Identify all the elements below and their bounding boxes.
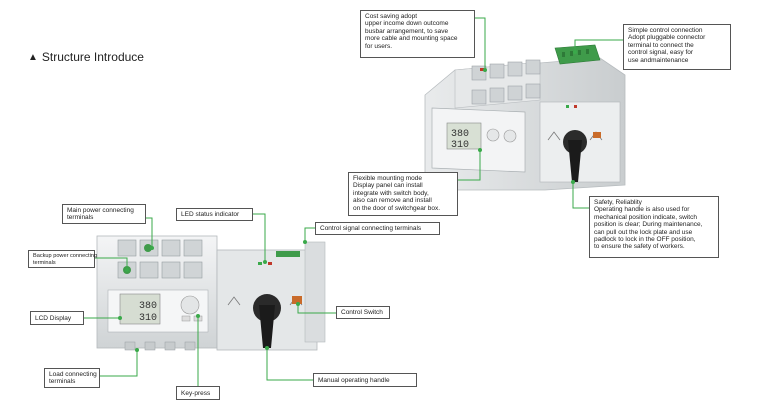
callout-line: integrate with switch body, — [353, 189, 429, 197]
section-title-text: Structure Introduce — [41, 50, 144, 64]
callout-line: use andmaintenance — [628, 56, 689, 64]
callout-line: control signal, easy for — [628, 49, 694, 57]
callout-key-press: Key-press — [176, 386, 220, 400]
callout-backup-power: Backup power connecting terminals — [28, 250, 98, 268]
callout-main-power: Main power connecting terminals — [62, 204, 146, 224]
switch-lower: 380 310 — [96, 235, 326, 351]
callout-line: Safety, Reliablity — [594, 199, 642, 206]
callout-mounting-mode: Flexible mounting mode Display panel can… — [348, 172, 458, 216]
callout-line: Cost saving adopt — [365, 13, 418, 20]
callout-line: terminal to connect the — [628, 41, 694, 49]
callout-safety: Safety, Reliablity Operating handle is a… — [589, 196, 719, 258]
callout-line: Operating handle is also used for — [594, 206, 690, 214]
callout-line: more cable and mounting space — [365, 35, 458, 43]
callout-line: terminals — [33, 259, 56, 266]
callout-line: Manual operating handle — [318, 377, 390, 384]
callout-led-indicator: LED status indicator — [176, 208, 253, 221]
callout-load-terminals: Load connecting terminals — [44, 368, 100, 388]
callout-line: LED status indicator — [181, 211, 240, 218]
callout-line: Load connecting — [49, 371, 97, 378]
callout-control-signal: Control signal connecting terminals — [315, 222, 440, 235]
callout-line: upper income down outcome — [365, 20, 449, 28]
callout-line: Control Switch — [341, 309, 383, 316]
callout-line: position is clear; During maintenance, — [594, 221, 703, 229]
callout-line: busbar arrangement, to save — [365, 27, 449, 35]
callout-line: terminals — [49, 378, 76, 386]
callout-line: mechanical position indicate, switch — [594, 213, 697, 221]
callout-line: to ensure the safety of workers. — [594, 243, 685, 251]
callout-line: Display panel can install — [353, 182, 423, 190]
callout-cost-saving: Cost saving adopt upper income down outc… — [360, 10, 475, 58]
callout-line: Main power connecting — [67, 207, 134, 214]
callout-line: Backup power connecting — [33, 253, 98, 259]
callout-lcd-display: LCD Display — [30, 311, 84, 325]
callout-line: Adopt pluggable connector — [628, 34, 706, 42]
section-title: ▲ Structure Introduce — [28, 50, 144, 64]
lcd-bottom-upper-value: 380 — [139, 301, 157, 312]
callout-line: Flexible mounting mode — [353, 175, 423, 182]
callout-manual-handle: Manual operating handle — [313, 373, 417, 387]
lcd-bottom-lower-value: 310 — [139, 313, 157, 324]
callout-line: terminals — [67, 214, 94, 222]
callout-line: LCD Display — [35, 315, 72, 322]
callout-line: Key-press — [181, 390, 211, 397]
callout-line: for users. — [365, 42, 393, 50]
switch-upper: 380 310 — [424, 44, 626, 191]
callout-line: can pull out the lock plate and use — [594, 228, 693, 236]
lcd-top-upper-value: 380 — [451, 129, 469, 140]
triangle-bullet-icon: ▲ — [28, 51, 38, 63]
callout-line: Control signal connecting terminals — [320, 225, 422, 232]
callout-line: padlock to lock in the OFF position, — [594, 236, 696, 244]
callout-line: Simple control connection — [628, 27, 703, 34]
callout-control-connection: Simple control connection Adopt pluggabl… — [623, 24, 731, 70]
callout-control-switch: Control Switch — [336, 306, 390, 319]
leader-lines — [84, 17, 623, 386]
lcd-top-lower-value: 310 — [451, 140, 469, 151]
callout-line: also can remove and install — [353, 197, 432, 205]
callout-line: on the door of switchgear box. — [353, 204, 441, 212]
